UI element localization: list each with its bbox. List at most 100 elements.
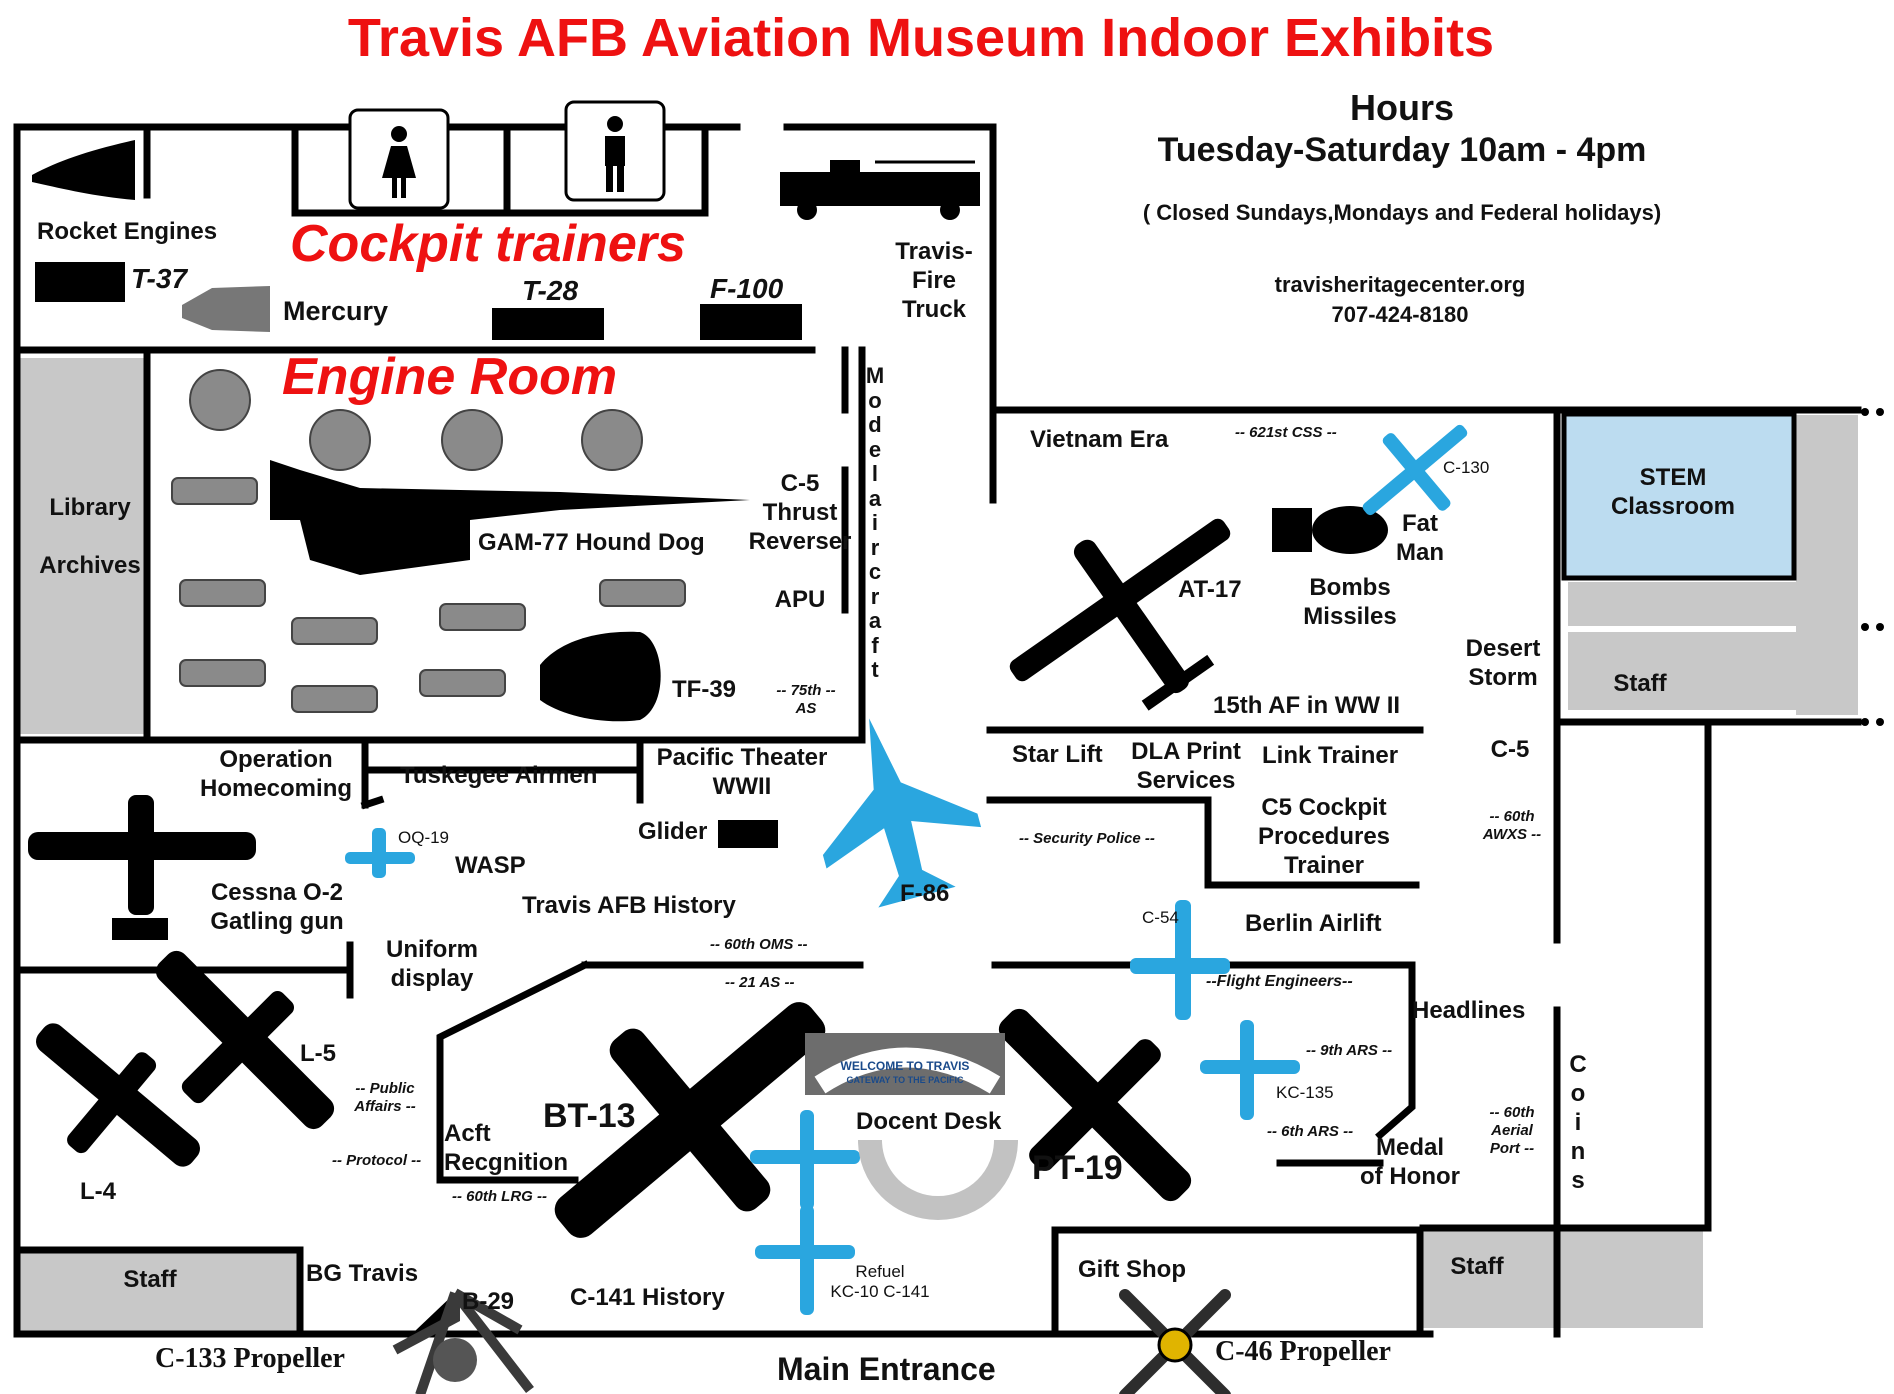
welcome-sign-subtext: GATEWAY TO THE PACIFIC bbox=[846, 1075, 964, 1085]
staff-east-area bbox=[1568, 632, 1858, 710]
restroom-icons bbox=[348, 100, 666, 210]
wall-outer-west-south bbox=[13, 123, 1434, 1338]
library-label: Library bbox=[49, 494, 131, 521]
mercury-label: Mercury bbox=[283, 296, 389, 326]
t28-block bbox=[492, 308, 604, 340]
c133-propeller-icon bbox=[392, 1288, 534, 1394]
oq19-icon bbox=[345, 828, 415, 878]
15th-af-label: 15th AF in WW II bbox=[1213, 692, 1401, 719]
oq19-label: OQ-19 bbox=[398, 828, 450, 847]
black-aircraft bbox=[28, 506, 1388, 1238]
wall-north-east bbox=[783, 123, 997, 504]
docent-desk-icon bbox=[858, 1139, 1018, 1220]
wall-tuskegee-tip bbox=[360, 795, 385, 810]
6th-ars-label: -- 6th ARS -- bbox=[1267, 1123, 1354, 1140]
gray-areas bbox=[20, 358, 1858, 1332]
trainer-blocks bbox=[35, 262, 802, 848]
t28-label: T-28 bbox=[522, 275, 579, 306]
rocket-engine-icon bbox=[32, 140, 135, 200]
bt13-label: BT-13 bbox=[543, 1097, 636, 1135]
t37-block bbox=[35, 262, 125, 302]
wall-acft-recognition bbox=[436, 960, 590, 1184]
library-archives-area bbox=[20, 358, 150, 734]
tf39-engine-icon bbox=[540, 631, 661, 722]
9th-ars-label: -- 9th ARS -- bbox=[1306, 1042, 1393, 1059]
hours-closed: ( Closed Sundays,Mondays and Federal hol… bbox=[1142, 200, 1662, 225]
bt13-icon bbox=[554, 1002, 826, 1238]
60th-lrg-label: -- 60th LRG -- bbox=[452, 1188, 547, 1205]
wall-staff-sw bbox=[13, 1246, 304, 1338]
f86-icon bbox=[822, 718, 982, 908]
staff-southwest-area bbox=[20, 1252, 300, 1332]
c46-propeller-icon bbox=[1119, 1289, 1231, 1394]
star-lift-label: Star Lift bbox=[1012, 741, 1103, 768]
fat-man-icon bbox=[1272, 506, 1388, 554]
blue-aircraft bbox=[345, 424, 1468, 1315]
at17-label: AT-17 bbox=[1178, 576, 1242, 603]
621st-css-label: -- 621st CSS -- bbox=[1235, 424, 1337, 441]
f86-label: F-86 bbox=[900, 880, 950, 907]
staff-label-southeast: Staff bbox=[1450, 1253, 1504, 1280]
kc135-icon bbox=[1200, 1020, 1300, 1120]
archives-label: Archives bbox=[39, 552, 141, 579]
gray-band bbox=[1568, 582, 1858, 626]
main-entrance-label[interactable]: Main Entrance bbox=[777, 1351, 996, 1387]
rocket-engines-label: Rocket Engines bbox=[37, 218, 218, 245]
staff-label-southwest: Staff bbox=[123, 1266, 177, 1293]
hours-heading: Hours bbox=[1349, 87, 1455, 128]
tf39-label: TF-39 bbox=[672, 676, 737, 703]
wall-gift-shop bbox=[1051, 1226, 1424, 1338]
c141-history-label: C-141 History bbox=[570, 1284, 725, 1311]
docent-desk-label: Docent Desk bbox=[856, 1108, 1002, 1135]
pt19-icon bbox=[998, 1008, 1192, 1202]
travis-afb-history-label: Travis AFB History bbox=[522, 892, 736, 919]
b29-label: B-29 bbox=[462, 1288, 515, 1315]
c5-label: C-5 bbox=[1490, 736, 1530, 763]
wall-southeast bbox=[1419, 718, 1712, 1232]
wall-security bbox=[986, 796, 1420, 889]
c130-icon bbox=[1362, 424, 1468, 516]
gam77-label: GAM-77 Hound Dog bbox=[478, 529, 705, 556]
c54-icon bbox=[1130, 900, 1230, 1020]
security-police-label: -- Security Police -- bbox=[1019, 830, 1155, 847]
f100-label: F-100 bbox=[710, 273, 784, 304]
jet-engines bbox=[171, 477, 686, 713]
stem-classroom-area bbox=[1561, 411, 1797, 581]
glider-block bbox=[718, 820, 778, 848]
edge-dots bbox=[1861, 408, 1884, 726]
refuel-aircraft-upper-icon bbox=[750, 1110, 860, 1210]
c46-propeller-label: C-46 Propeller bbox=[1215, 1336, 1391, 1367]
staff-label-east: Staff bbox=[1613, 670, 1667, 697]
c54-label: C-54 bbox=[1142, 908, 1179, 927]
museum-phone: 707-424-8180 bbox=[1331, 302, 1469, 327]
l4-icon bbox=[36, 1023, 200, 1167]
60th-oms-label: -- 60th OMS -- bbox=[710, 936, 808, 953]
gift-shop-label: Gift Shop bbox=[1078, 1256, 1186, 1283]
kc135-label: KC-135 bbox=[1276, 1083, 1334, 1102]
hound-dog-missile-icon bbox=[270, 460, 750, 575]
cockpit-trainers-heading: Cockpit trainers bbox=[290, 215, 686, 273]
f100-block bbox=[700, 304, 802, 340]
bg-travis-label: BG Travis bbox=[306, 1260, 419, 1287]
link-trainer-label: Link Trainer bbox=[1262, 742, 1399, 769]
cessna-o2-icon bbox=[28, 795, 256, 940]
l5-label: L-5 bbox=[300, 1040, 336, 1067]
museum-website[interactable]: travisheritagecenter.org bbox=[1274, 272, 1526, 297]
